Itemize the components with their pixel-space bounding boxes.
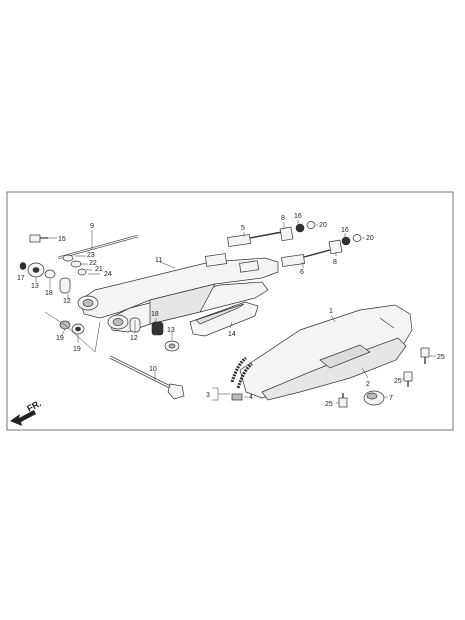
right-upper-hardware	[279, 221, 362, 255]
callout-19a: 19	[56, 335, 64, 342]
callout-labels: 9 15 23 22 21 24 17 13 18 12 11 19 19 12…	[17, 213, 445, 408]
callout-21: 21	[95, 266, 103, 273]
callout-13b: 13	[167, 327, 175, 334]
callout-5: 5	[241, 225, 245, 232]
callout-6: 6	[300, 269, 304, 276]
callout-8a: 8	[281, 215, 285, 222]
callout-18a: 18	[45, 290, 53, 297]
chain-slider	[189, 301, 259, 337]
callout-9: 9	[90, 223, 94, 230]
callout-11: 11	[155, 257, 162, 264]
callout-24: 24	[104, 271, 112, 278]
diagram-frame	[6, 191, 454, 431]
callout-25a: 25	[437, 354, 445, 361]
callout-25c: 25	[325, 401, 333, 408]
callout-12a: 12	[63, 298, 71, 305]
callout-12b: 12	[130, 335, 138, 342]
left-hardware	[19, 234, 87, 335]
upper-rod	[57, 234, 139, 260]
front-direction-indicator: FR.	[10, 398, 43, 426]
callout-16a: 16	[294, 213, 302, 220]
callout-18b: 18	[151, 311, 159, 318]
right-hardware	[338, 347, 430, 408]
callout-4: 4	[249, 394, 253, 401]
callout-20a: 20	[319, 222, 327, 229]
callout-1: 1	[329, 308, 333, 315]
callout-2: 2	[366, 381, 370, 388]
callout-10: 10	[149, 366, 157, 373]
callout-20b: 20	[366, 235, 374, 242]
callout-23: 23	[87, 252, 95, 259]
callout-3: 3	[206, 392, 210, 399]
pivot-bolt	[109, 355, 185, 400]
callout-19b: 19	[73, 346, 81, 353]
chain-adjusters	[227, 231, 331, 267]
leader-lines	[22, 220, 436, 404]
swing-arm	[77, 253, 279, 333]
callout-25b: 25	[394, 378, 402, 385]
callout-13a: 13	[31, 283, 39, 290]
callout-8b: 8	[333, 259, 337, 266]
callout-22: 22	[89, 260, 97, 267]
front-label: FR.	[25, 398, 42, 414]
callout-17: 17	[17, 275, 25, 282]
callout-14: 14	[228, 331, 236, 338]
callout-7: 7	[389, 395, 393, 402]
callout-16b: 16	[341, 227, 349, 234]
chain-case	[239, 304, 413, 401]
front-arrow-icon	[10, 410, 36, 426]
drive-chain	[230, 356, 253, 401]
callout-15: 15	[58, 236, 66, 243]
